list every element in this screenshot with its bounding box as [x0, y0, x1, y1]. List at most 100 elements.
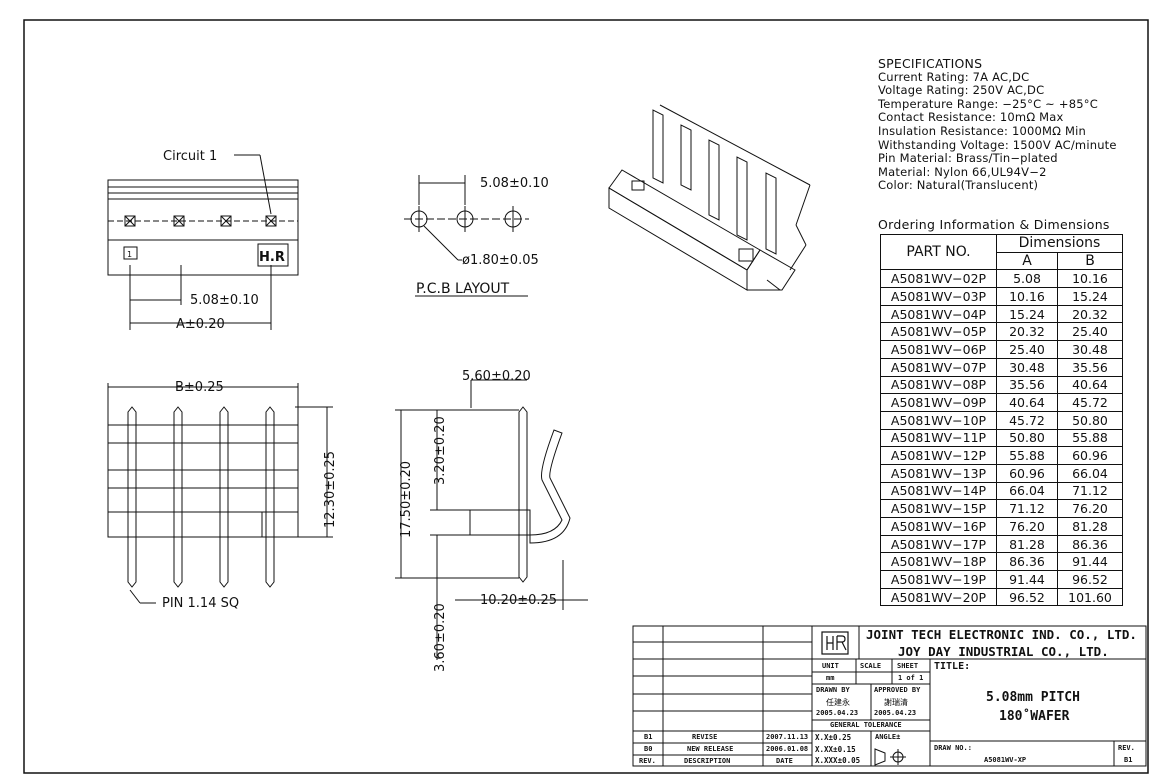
part-no-cell: A5081WV−16P	[880, 517, 997, 536]
revision-rev: B0	[644, 745, 653, 753]
tolerance-2: X.XX±0.15	[815, 745, 856, 754]
dim-b-cell: 76.20	[1057, 499, 1123, 518]
col-b-header: B	[1057, 251, 1123, 271]
dim-b-cell: 30.48	[1057, 340, 1123, 359]
pcb-pitch: 5.08±0.10	[480, 176, 549, 191]
drawn-by-label: DRAWN BY	[816, 686, 850, 694]
company-name-2: JOY DAY INDUSTRIAL CO., LTD.	[898, 644, 1109, 659]
part-no-cell: A5081WV−17P	[880, 534, 997, 554]
sheet-label: SHEET	[897, 662, 919, 670]
spec-line: Voltage Rating: 250V AC,DC	[878, 83, 1045, 98]
pcb-layout-title: P.C.B LAYOUT	[416, 281, 510, 297]
revision-rev: B1	[644, 733, 653, 741]
ordering-title: Ordering Information & Dimensions	[878, 217, 1110, 232]
spec-line: Current Rating: 7A AC,DC	[878, 69, 1030, 84]
part-no-cell: A5081WV−05P	[880, 322, 997, 342]
side-upper: 3.20±0.20	[433, 416, 448, 485]
drawn-date: 2005.04.23	[816, 709, 859, 717]
unit-label: UNIT	[822, 662, 839, 670]
rev-column-header: REV.	[639, 757, 656, 765]
scale-label: SCALE	[860, 662, 882, 670]
part-no-cell: A5081WV−04P	[880, 304, 997, 324]
pcb-hole: ø1.80±0.05	[462, 253, 539, 268]
part-no-cell: A5081WV−13P	[880, 463, 997, 483]
part-no-cell: A5081WV−20P	[880, 587, 997, 607]
unit-value: mm	[826, 674, 835, 682]
dim-b-cell: 20.32	[1057, 304, 1123, 324]
general-tolerance-label: GENERAL TOLERANCE	[830, 721, 902, 729]
dim-b-cell: 101.60	[1057, 587, 1123, 607]
dim-b-cell: 15.24	[1057, 287, 1123, 306]
dimensions-header: Dimensions	[996, 234, 1123, 253]
dim-a-cell: 20.32	[996, 322, 1058, 342]
side-view	[395, 379, 588, 660]
dim-a-cell: 96.52	[996, 587, 1058, 607]
drawing-no-label: DRAW NO.:	[934, 744, 972, 752]
dim-b-cell: 66.04	[1057, 463, 1123, 483]
spec-line: Withstanding Voltage: 1500V AC/minute	[878, 137, 1117, 152]
spec-line: Temperature Range: −25°C ~ +85°C	[878, 96, 1098, 111]
drawing-no: A5081WV-XP	[984, 756, 1027, 764]
dim-b-cell: 81.28	[1057, 517, 1123, 536]
circuit-label: Circuit 1	[163, 149, 217, 164]
revision-desc: REVISE	[692, 733, 718, 741]
part-no-header: PART NO.	[880, 233, 997, 271]
dim-b-cell: 40.64	[1057, 375, 1123, 395]
spec-line: Contact Resistance: 10mΩ Max	[878, 110, 1064, 125]
front-view	[107, 383, 333, 604]
tolerance-3: X.XXX±0.05	[815, 756, 861, 765]
dim-b-cell: 50.80	[1057, 410, 1123, 430]
part-no-cell: A5081WV−03P	[880, 287, 997, 306]
description-column-header: DESCRIPTION	[684, 757, 731, 765]
revision-date: 2006.01.08	[766, 745, 809, 753]
dim-a-cell: 30.48	[996, 357, 1058, 377]
side-width: 5.60±0.20	[462, 369, 531, 384]
dim-a-cell: 91.44	[996, 570, 1058, 589]
spec-line: Material: Nylon 66,UL94V−2	[878, 164, 1047, 179]
sheet-border	[23, 19, 1149, 774]
side-lower: 3.60±0.20	[433, 603, 448, 672]
part-no-cell: A5081WV−08P	[880, 375, 997, 395]
dim-b-cell: 55.88	[1057, 428, 1123, 448]
part-no-cell: A5081WV−09P	[880, 393, 997, 412]
sheet-value: 1 of 1	[898, 674, 924, 682]
side-depth: 10.20±0.25	[480, 593, 557, 608]
side-total: 17.50±0.20	[399, 461, 414, 538]
dim-a-cell: 5.08	[996, 269, 1058, 289]
dim-b-cell: 35.56	[1057, 357, 1123, 377]
tolerance-1: X.X±0.25	[815, 733, 852, 742]
part-no-cell: A5081WV−18P	[880, 552, 997, 572]
projection-symbol	[874, 748, 906, 766]
dim-b-cell: 71.12	[1057, 481, 1123, 501]
rev-value: B1	[1124, 756, 1133, 764]
part-no-cell: A5081WV−07P	[880, 357, 997, 377]
part-no-cell: A5081WV−14P	[880, 481, 997, 501]
hr-mark: H.R	[259, 250, 285, 265]
dim-a-cell: 15.24	[996, 304, 1058, 324]
dim-a-cell: 45.72	[996, 410, 1058, 430]
part-no-cell: A5081WV−06P	[880, 340, 997, 359]
dim-a-cell: 60.96	[996, 463, 1058, 483]
col-a-header: A	[996, 251, 1058, 271]
specifications: SPECIFICATIONS Current Rating: 7A AC,DC …	[878, 57, 1117, 193]
title-label: TITLE:	[934, 661, 971, 672]
dim-b-cell: 45.72	[1057, 393, 1123, 412]
isometric-view	[608, 104, 811, 291]
spec-heading: SPECIFICATIONS	[878, 56, 983, 71]
top-view	[107, 154, 299, 330]
title-block-grid	[632, 625, 1147, 767]
